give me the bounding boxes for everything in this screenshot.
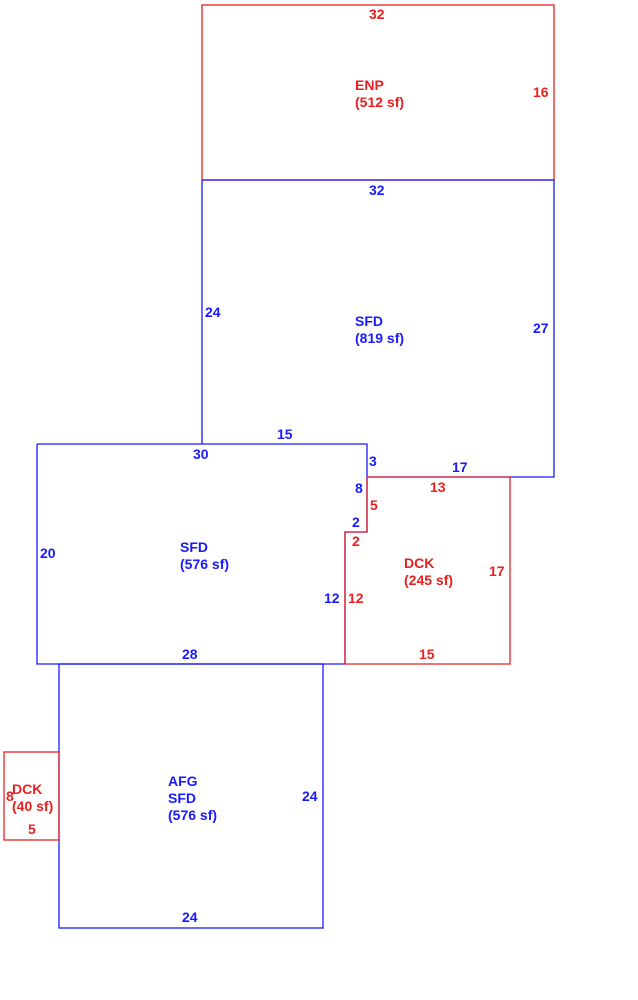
sfd-middle-code-label: SFD (180, 539, 208, 555)
dim-sfd-mid-step-3: 3 (369, 453, 377, 469)
dck-right-code-label: DCK (404, 555, 434, 571)
afg-sfd-area-label: (576 sf) (168, 807, 217, 823)
dck-right-area-label: (245 sf) (404, 572, 453, 588)
afg-sfd-code-label: SFD (168, 790, 196, 806)
sfd-middle-area-label: (576 sf) (180, 556, 229, 572)
dim-sfd-upper-bottom-left: 15 (277, 426, 293, 442)
dim-enp-right: 16 (533, 84, 549, 100)
dim-enp-top: 32 (369, 6, 385, 22)
dim-sfd-upper-top: 32 (369, 182, 385, 198)
dim-dck-small-bottom: 5 (28, 821, 36, 837)
dim-sfd-upper-left: 24 (205, 304, 221, 320)
dim-dck-small-left: 8 (6, 788, 14, 804)
sfd-upper-code-label: SFD (355, 313, 383, 329)
dim-dck-step-2: 2 (352, 533, 360, 549)
dim-sfd-mid-step-8: 8 (355, 480, 363, 496)
dim-sfd-upper-bottom-right: 17 (452, 459, 468, 475)
dim-sfd-mid-left: 20 (40, 545, 56, 561)
dim-sfd-mid-bottom: 28 (182, 646, 198, 662)
dck-small-area-label: (40 sf) (12, 798, 53, 814)
enp-area-label: (512 sf) (355, 94, 404, 110)
dck-right-section (344, 476, 511, 665)
dim-dck-bottom: 15 (419, 646, 435, 662)
dim-dck-step-5: 5 (370, 497, 378, 513)
dck-right-outline (344, 476, 511, 665)
dim-dck-left: 12 (348, 590, 364, 606)
enp-code-label: ENP (355, 77, 384, 93)
dim-afg-right: 24 (302, 788, 318, 804)
dim-sfd-mid-step-2: 2 (352, 514, 360, 530)
dck-small-code-label: DCK (12, 781, 42, 797)
dim-sfd-upper-right: 27 (533, 320, 549, 336)
dim-dck-top: 13 (430, 479, 446, 495)
sfd-upper-area-label: (819 sf) (355, 330, 404, 346)
dck-small-section (3, 751, 60, 841)
dck-small-outline (3, 751, 60, 841)
dim-dck-right: 17 (489, 563, 505, 579)
dim-afg-bottom: 24 (182, 909, 198, 925)
dim-sfd-mid-right: 12 (324, 590, 340, 606)
afg-code-label: AFG (168, 773, 198, 789)
dim-sfd-mid-top: 30 (193, 446, 209, 462)
